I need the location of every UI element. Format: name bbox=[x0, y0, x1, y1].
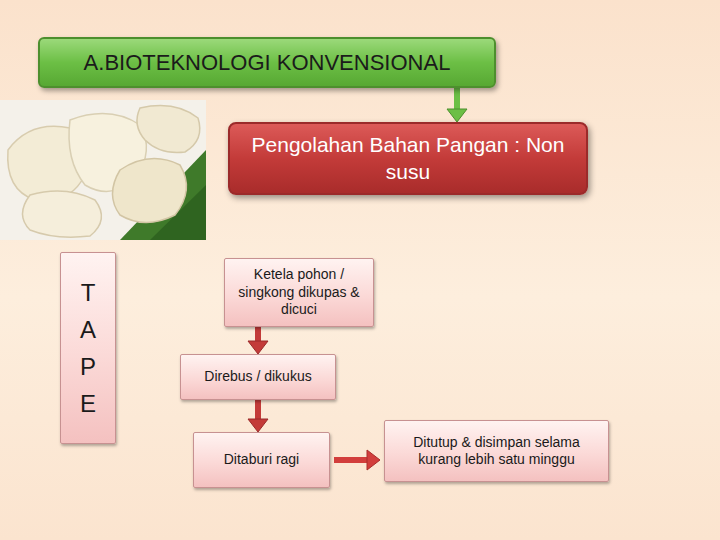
product-box: T A P E bbox=[60, 252, 116, 444]
flow-arrow bbox=[248, 327, 268, 354]
tape-piece bbox=[23, 191, 102, 237]
title-box: A.BIOTEKNOLOGI KONVENSIONAL bbox=[38, 37, 496, 88]
tape-piece bbox=[137, 106, 200, 153]
box-text: Ketela pohon / singkong dikupas & dicuci bbox=[231, 266, 367, 319]
arrow-head bbox=[248, 419, 268, 432]
category-box: Pengolahan Bahan Pangan : Non susu bbox=[228, 122, 588, 195]
flow-arrow bbox=[334, 450, 380, 470]
arrow-shaft bbox=[334, 457, 369, 463]
flow-arrow bbox=[447, 88, 467, 122]
process-box: Ditaburi ragi bbox=[193, 432, 330, 488]
box-text: A.BIOTEKNOLOGI KONVENSIONAL bbox=[84, 49, 451, 77]
photo-ground bbox=[0, 100, 206, 240]
arrow-head bbox=[447, 109, 467, 122]
process-box: Ketela pohon / singkong dikupas & dicuci bbox=[224, 258, 374, 327]
arrow-head bbox=[367, 450, 380, 470]
box-text: Ditutup & disimpan selama kurang lebih s… bbox=[391, 434, 602, 469]
box-text: Ditaburi ragi bbox=[224, 451, 299, 469]
process-box: Direbus / dikukus bbox=[180, 354, 336, 400]
arrow-head bbox=[248, 341, 268, 354]
box-text: Pengolahan Bahan Pangan : Non susu bbox=[238, 132, 578, 185]
arrow-shaft bbox=[255, 400, 261, 421]
box-text: T A P E bbox=[74, 274, 103, 423]
tape-piece bbox=[113, 159, 187, 223]
flow-arrow bbox=[248, 400, 268, 432]
arrow-shaft bbox=[454, 88, 460, 111]
box-text: Direbus / dikukus bbox=[204, 368, 311, 386]
process-box: Ditutup & disimpan selama kurang lebih s… bbox=[384, 420, 609, 482]
